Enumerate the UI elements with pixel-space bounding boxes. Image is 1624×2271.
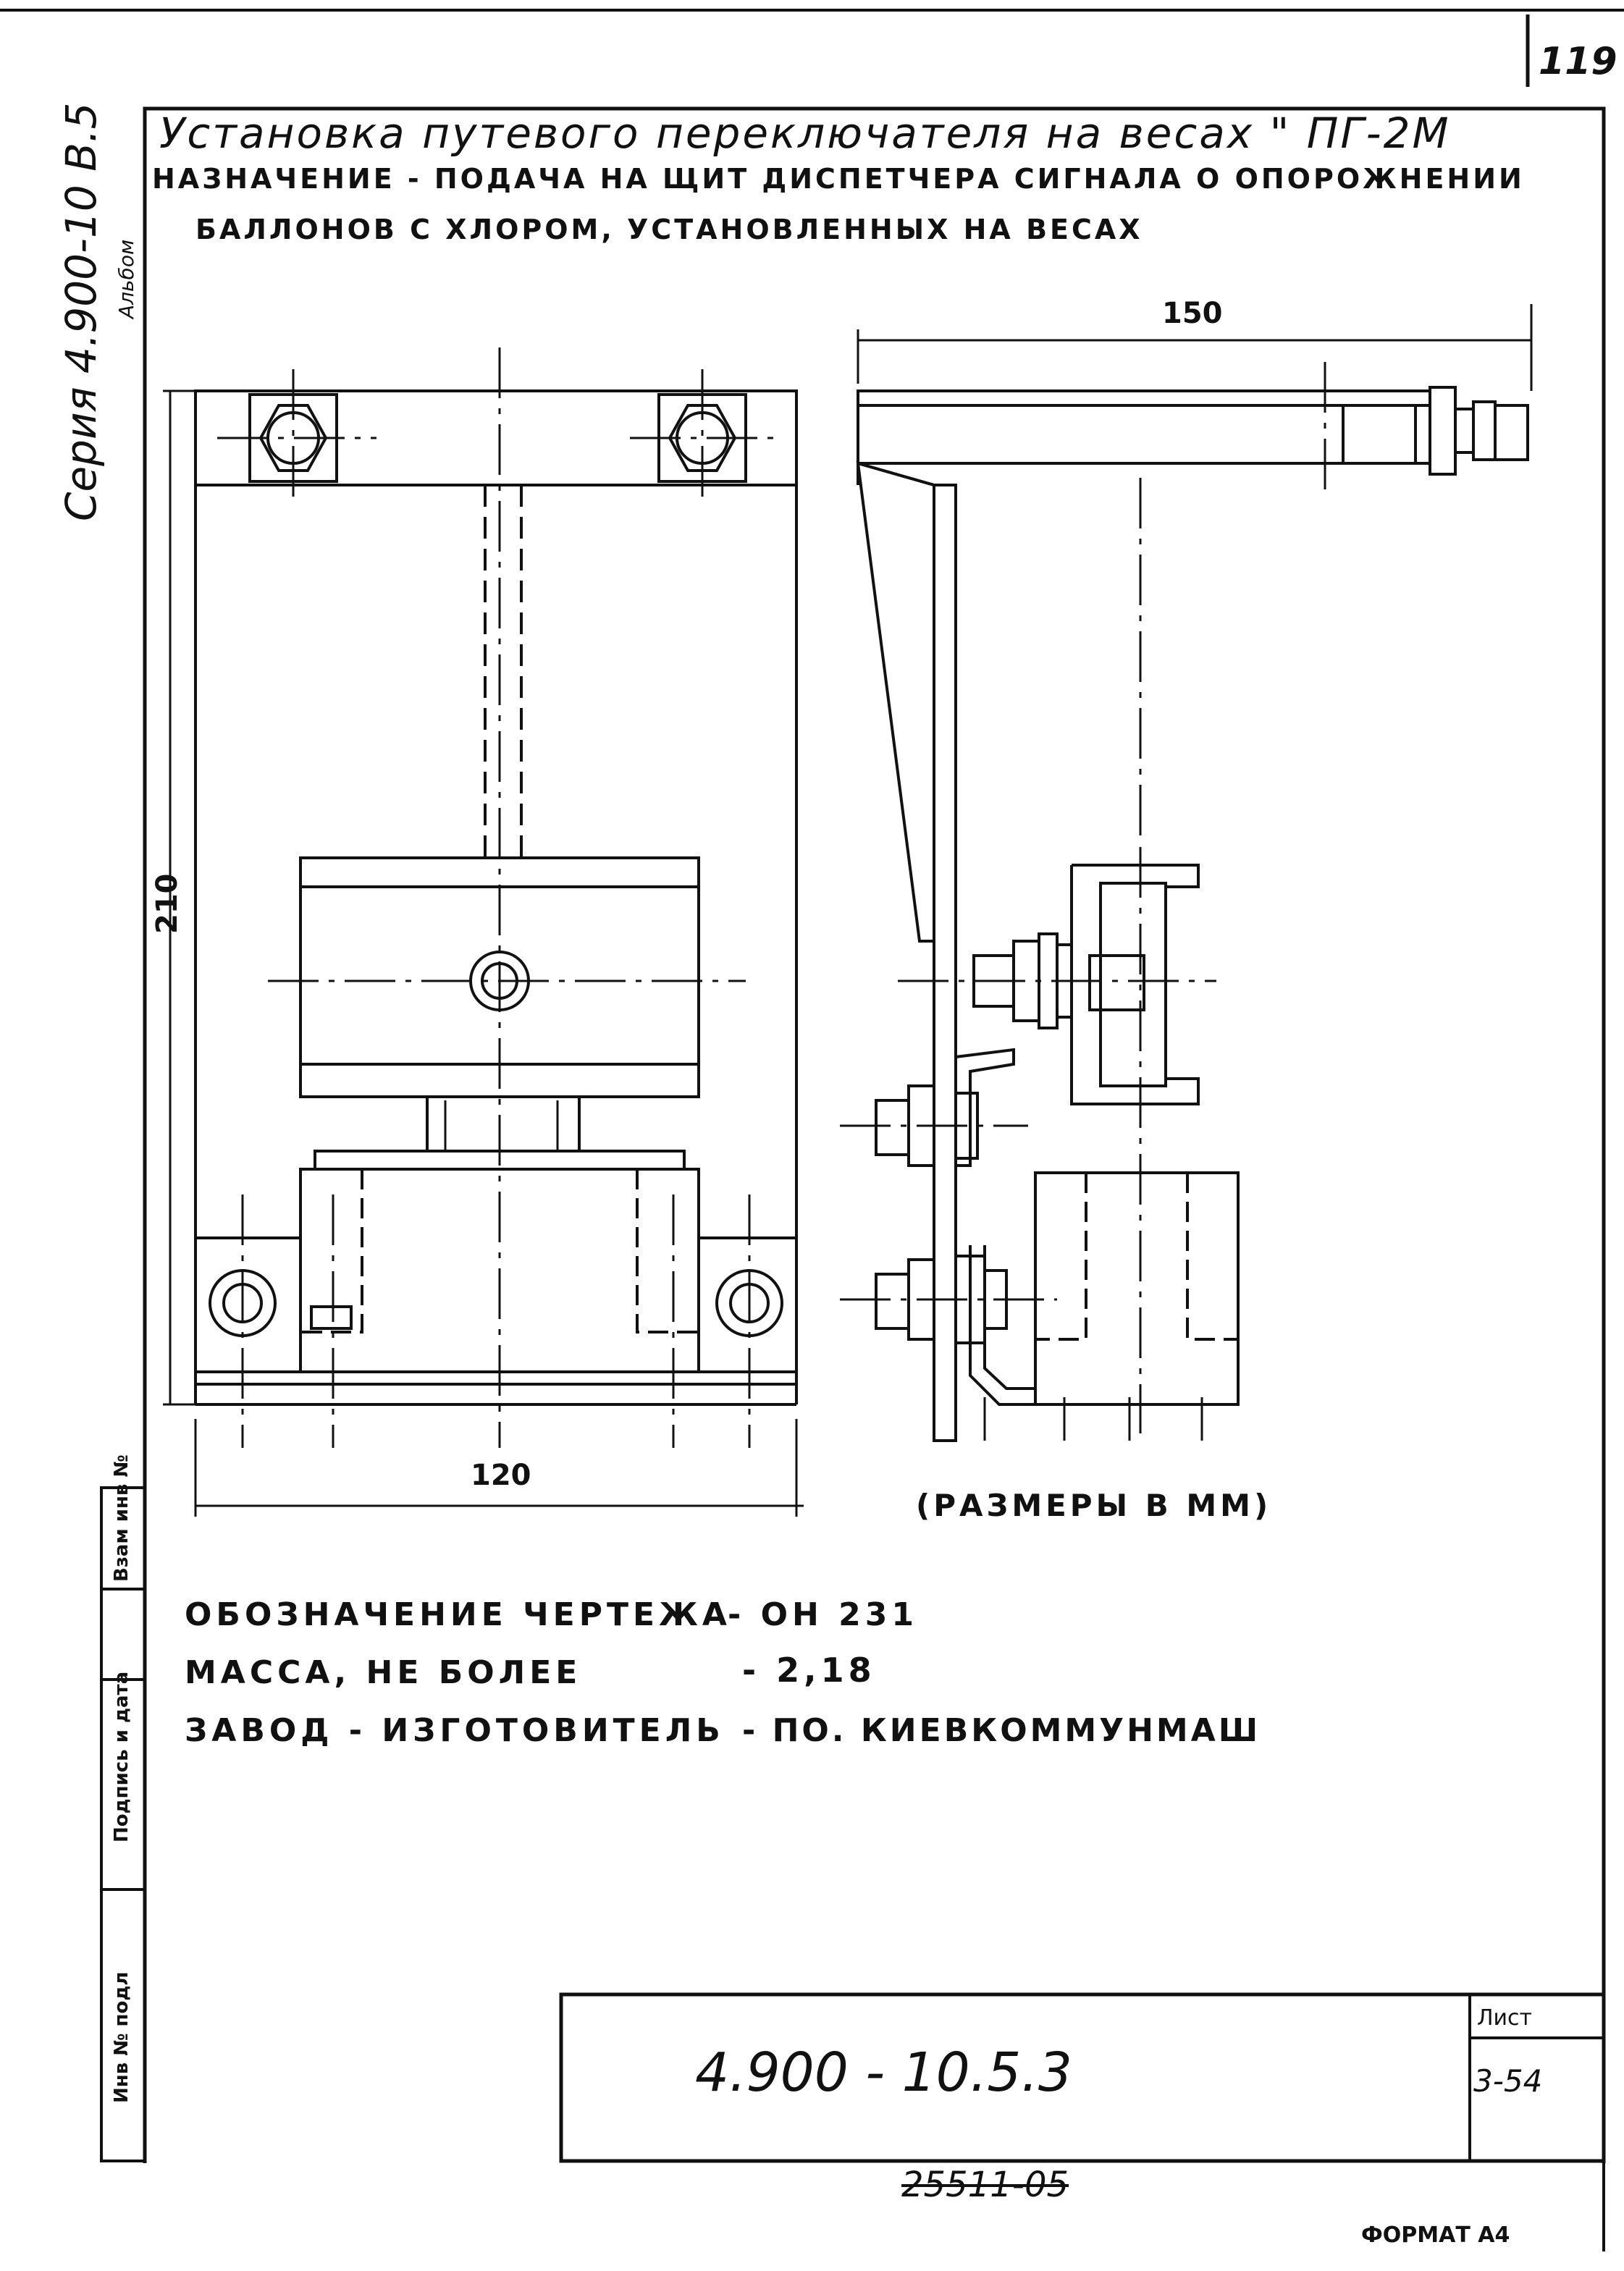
maker-value: - ПО. КИЕВКОММУНМАШ [742,1712,1261,1749]
dimension-side-width: 150 [1162,297,1223,330]
stamp-cell-replacement: Взам инв № [111,1454,132,1582]
title-block-grid [559,1992,1606,2163]
sheet-number: 3-54 [1473,2063,1543,2099]
page-number: 119 [1539,40,1617,83]
bottom-number: 25511-05 [901,2165,1069,2205]
sheet-label: Лист [1477,2005,1533,2031]
mass-value: - 2,18 [742,1651,876,1690]
side-stamp-grid [100,1486,146,2162]
series-label: Серия 4.900-10 В.5 [56,102,106,521]
document-code: 4.900 - 10.5.3 [695,2042,1072,2104]
front-view [194,389,798,1406]
side-dimensions [857,304,1533,391]
stamp-cell-signature: Подпись и дата [111,1671,132,1842]
designation-value: - ОН 231 [728,1596,918,1633]
purpose-line-1: НАЗНАЧЕНИЕ - ПОДАЧА НА ЩИТ ДИСПЕТЧЕРА СИ… [152,163,1525,195]
designation-label: ОБОЗНАЧЕНИЕ ЧЕРТЕЖА [185,1596,731,1633]
format-label: ФОРМАТ А4 [1361,2222,1510,2248]
front-dimensions [163,389,804,1517]
units-note: (РАЗМЕРЫ В ММ) [916,1488,1272,1523]
stamp-cell-inventory: Инв № подл [111,1971,132,2103]
drawing-title: Установка путевого переключателя на веса… [159,109,1451,158]
dimension-front-height: 210 [151,873,184,935]
side-view [856,386,1529,1442]
frame-border [143,106,1606,2163]
purpose-line-2: БАЛЛОНОВ С ХЛОРОМ, УСТАНОВЛЕННЫХ НА ВЕСА… [195,214,1143,245]
maker-label: ЗАВОД - ИЗГОТОВИТЕЛЬ [185,1712,725,1749]
album-label: Альбом [114,239,138,319]
mass-label: МАССА, НЕ БОЛЕЕ [185,1654,582,1691]
dimension-front-width: 120 [471,1459,531,1492]
